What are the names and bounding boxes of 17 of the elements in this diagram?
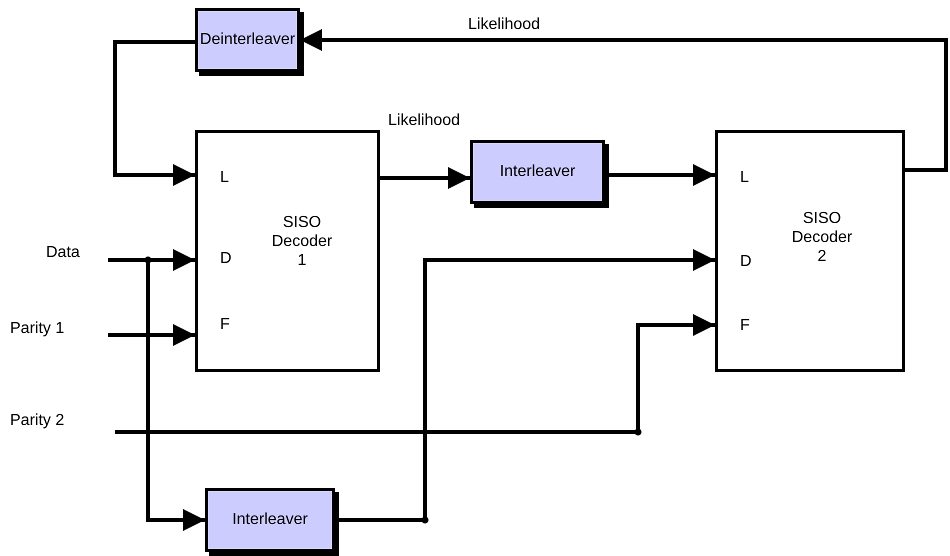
input-label: Parity 1 xyxy=(10,318,108,340)
port-label: D xyxy=(220,250,232,268)
block-title: SISO Decoder 2 xyxy=(790,209,854,266)
arrow xyxy=(380,167,470,189)
input-label: Data xyxy=(46,242,108,264)
port-label: L xyxy=(740,169,749,187)
arrow xyxy=(115,314,715,434)
port-label: L xyxy=(220,169,229,187)
input-label: Parity 2 xyxy=(10,410,115,432)
decoder-block xyxy=(715,130,905,372)
port-label: D xyxy=(740,253,752,271)
block-title: SISO Decoder 1 xyxy=(270,213,334,270)
arrow xyxy=(113,40,195,186)
port-label: F xyxy=(740,317,750,335)
arrow xyxy=(108,324,195,346)
port-label: F xyxy=(220,316,230,334)
decoder-block xyxy=(195,130,380,372)
